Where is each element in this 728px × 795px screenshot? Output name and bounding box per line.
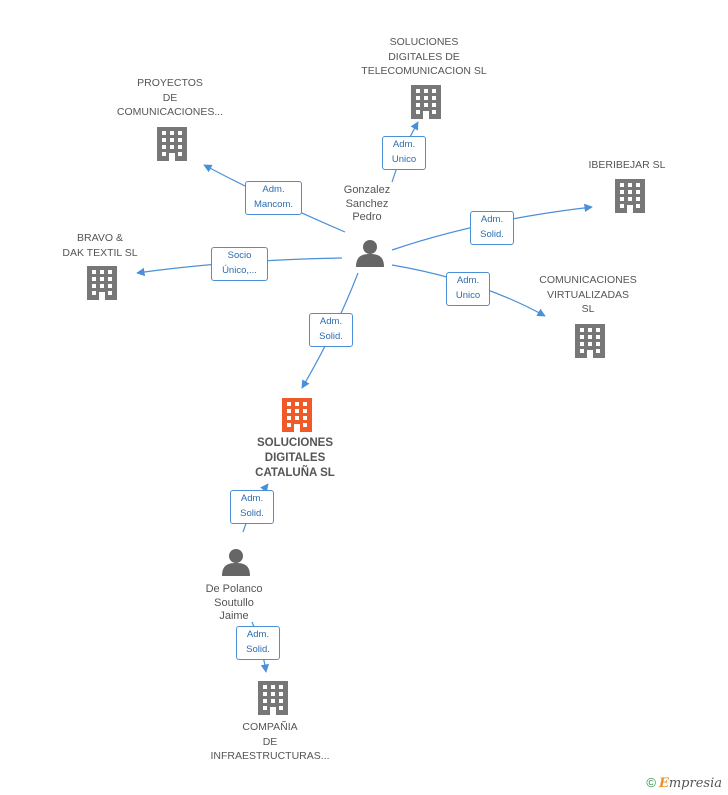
role-badge-proyectos: Adm. Mancom. [245,181,302,215]
footer-brand[interactable]: ©Empresia [646,775,722,791]
person-icon[interactable] [356,240,384,267]
person-label-gonzalez[interactable]: Gonzalez Sanchez Pedro [343,184,391,223]
building-icon[interactable] [615,179,645,213]
building-icon-main[interactable] [282,398,312,432]
node-label-soluciones-cat[interactable]: SOLUCIONES DIGITALES CATALUÑA SL [255,437,335,479]
role-badge-cat-depolanco: Adm. Solid. [230,490,274,524]
node-label-comunicaciones[interactable]: COMUNICACIONES VIRTUALIZADAS SL [539,274,637,315]
building-icon[interactable] [411,85,441,119]
role-badge-comunicaciones: Adm. Unico [446,272,490,306]
brand-logo: Empresia [658,776,722,791]
node-label-soluciones-telecom[interactable]: SOLUCIONES DIGITALES DE TELECOMUNICACION… [361,36,487,77]
role-badge-telecom: Adm. Unico [382,136,426,170]
person-icon[interactable] [222,549,250,576]
role-badge-cat-gonzalez: Adm. Solid. [309,313,353,347]
node-label-bravo[interactable]: BRAVO & DAK TEXTIL SL [62,232,138,259]
role-badge-iberibejar: Adm. Solid. [470,211,514,245]
copyright-icon: © [646,775,656,790]
person-label-depolanco[interactable]: De Polanco Soutullo Jaime [205,583,263,622]
node-label-compania[interactable]: COMPAÑIA DE INFRAESTRUCTURAS... [210,721,330,762]
node-label-proyectos[interactable]: PROYECTOS DE COMUNICACIONES... [116,77,224,118]
building-icon[interactable] [157,127,187,161]
node-label-iberibejar[interactable]: IBERIBEJAR SL [588,159,666,171]
role-badge-compania: Adm. Solid. [236,626,280,660]
building-icon[interactable] [575,324,605,358]
building-icon[interactable] [87,266,117,300]
role-badge-bravo: Socio Único,... [211,247,268,281]
building-icon[interactable] [258,681,288,715]
